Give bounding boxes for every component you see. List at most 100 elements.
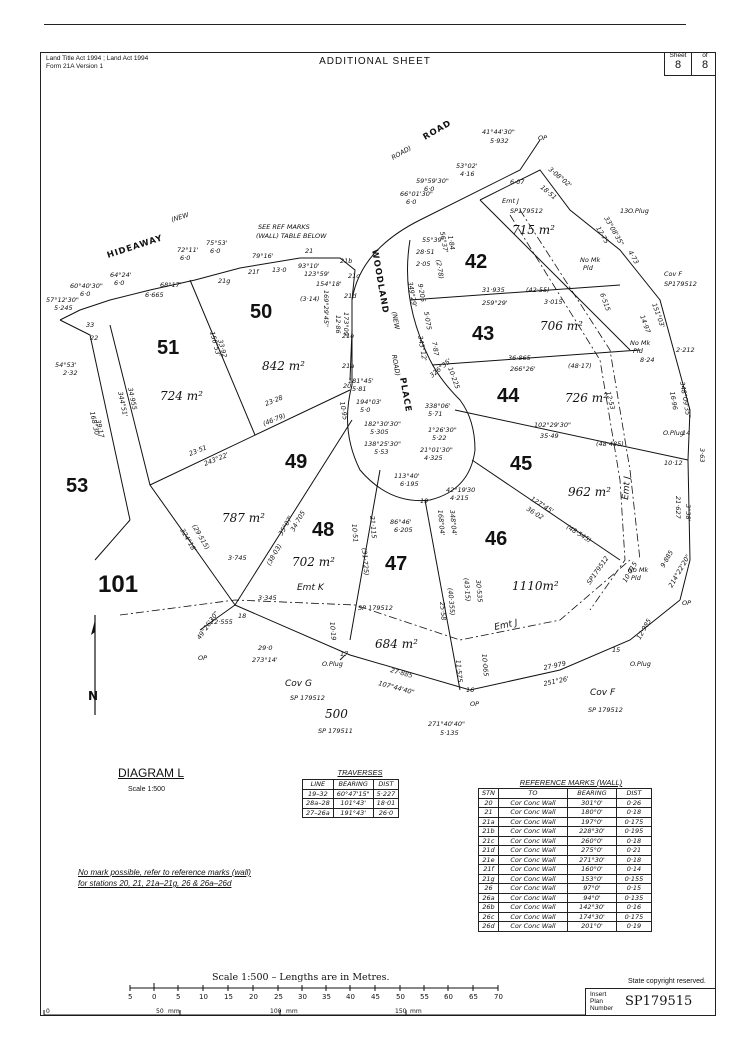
line-17 <box>339 654 346 661</box>
cell: 21b <box>478 826 499 837</box>
tick: 65 <box>469 993 478 1001</box>
road-woodland-new: (NEW <box>390 311 401 331</box>
table-header-row: STN TO BEARING DIST <box>478 788 652 799</box>
sheet-cell: Sheet 8 <box>665 52 691 76</box>
lot-50-area: 842 m² <box>262 359 305 373</box>
boundary-south <box>234 599 681 691</box>
dim: 12·86 <box>334 315 342 334</box>
lot-44-area: 726 m² <box>565 391 608 405</box>
plan-number-label: Insert Plan Number <box>590 991 613 1012</box>
dim: 29·0 <box>258 644 272 652</box>
dim: 60°40'30" <box>70 282 103 290</box>
tick: 15 <box>224 993 233 1001</box>
header-cell: LINE <box>302 779 334 790</box>
dim: 169°29'45" <box>322 290 330 327</box>
dim: 266°26' <box>510 365 536 373</box>
mark-oplug-13: O.Plug <box>628 207 649 215</box>
line-49-50 <box>149 389 351 486</box>
cell: 0·18 <box>615 854 652 865</box>
cell: Cor Conc Wall <box>497 883 568 894</box>
traverses-title: TRAVERSES <box>337 768 383 777</box>
note-line-2: for stations 20, 21, 21a–21g, 26 & 26a–2… <box>78 879 232 888</box>
dim: 182°30'30" <box>364 420 401 428</box>
easement-k <box>119 559 631 641</box>
header-act-block: Land Title Act 1994 ; Land Act 1994 Form… <box>46 55 148 71</box>
plan-number: SP179515 <box>625 994 693 1009</box>
station-18: 18 <box>238 612 246 620</box>
dim: 348°04' <box>448 509 458 536</box>
cell: 0·135 <box>615 892 652 903</box>
mark-nomk-42: No Mk <box>580 256 601 264</box>
mark-oplug-15: O.Plug <box>630 660 651 668</box>
dim: 3·345 <box>258 594 277 602</box>
station-17: 17 <box>340 650 349 658</box>
dim: 6·195 <box>400 480 419 488</box>
dim: 6·0 <box>406 198 416 206</box>
lot-101-number: 101 <box>98 571 138 598</box>
tick: 40 <box>346 993 355 1001</box>
lot-42-area: 715 m² <box>512 223 555 237</box>
mark-oplug-14: O.Plug <box>663 429 684 437</box>
station-30: 30 <box>467 486 475 494</box>
dim: 5·0 <box>360 406 370 414</box>
dim: 16·96 <box>668 391 679 411</box>
mark-nomk-46: No Mk <box>628 566 649 574</box>
see-ref-note: SEE REF MARKS <box>258 223 310 231</box>
easement-j <box>519 209 641 561</box>
dim: 21·627 <box>674 496 682 520</box>
station-20: 20 <box>343 382 351 390</box>
cov-f-top-plan: SP179512 <box>664 280 697 288</box>
dim: 113°40' <box>394 472 420 480</box>
cell: 301°0' <box>566 797 617 808</box>
see-ref-note-2: (WALL) TABLE BELOW <box>256 232 327 240</box>
cell: 271°30' <box>566 854 617 865</box>
top-rule <box>44 24 686 25</box>
dim: 3·745 <box>228 554 247 562</box>
cell: 142°30' <box>566 902 617 913</box>
mark-pld-44: Pld <box>633 347 644 355</box>
boundary-east <box>479 169 691 601</box>
dim: 7·87 <box>430 341 441 357</box>
tick: 30 <box>298 993 307 1001</box>
plan-label-line: Insert <box>590 991 607 998</box>
station-22: 22 <box>90 334 98 342</box>
tick: 5 <box>128 993 132 1001</box>
cell: 0·175 <box>615 911 652 922</box>
header-cell: DIST <box>372 779 400 790</box>
dim: 273°14' <box>252 656 278 664</box>
dim: 259°29' <box>482 299 508 307</box>
reference-marks-title: REFERENCE MARKS (WALL) <box>519 778 623 787</box>
dim: 13·0 <box>272 266 286 274</box>
dim: 1·84 <box>446 235 456 251</box>
dim: 35·49 <box>540 432 559 440</box>
cell: 0·19 <box>615 921 652 932</box>
dim: (46·79) <box>262 412 287 428</box>
boundary-lot51-west <box>109 324 236 606</box>
dim: 79°16' <box>252 252 274 260</box>
dim: 59°59'30" <box>416 177 449 185</box>
lot-43-number: 43 <box>472 323 494 345</box>
cell: 26a <box>478 892 499 903</box>
scale-title: Scale 1:500 – Lengths are in Metres. <box>212 972 390 983</box>
cell: Cor Conc Wall <box>497 921 568 932</box>
diagram-title: DIAGRAM L <box>118 766 185 780</box>
road-hideaway: HIDEAWAY <box>106 233 164 261</box>
header-cell: BEARING <box>566 788 617 799</box>
road-place: PLACE <box>397 377 413 413</box>
station-19: 19 <box>420 497 428 505</box>
lot-50-number: 50 <box>250 301 272 323</box>
cell: 21e <box>478 854 499 865</box>
station-21d: 21d <box>344 292 357 300</box>
cell: 97°0' <box>566 883 617 894</box>
page-title: ADDITIONAL SHEET <box>319 56 431 67</box>
cell: 0·14 <box>615 864 652 875</box>
mm-unit: mm <box>286 1008 298 1015</box>
table-header-row: LINE BEARING DIST <box>302 779 400 790</box>
cul-de-sac <box>347 359 476 502</box>
dim: 3·08°02' <box>547 165 574 189</box>
